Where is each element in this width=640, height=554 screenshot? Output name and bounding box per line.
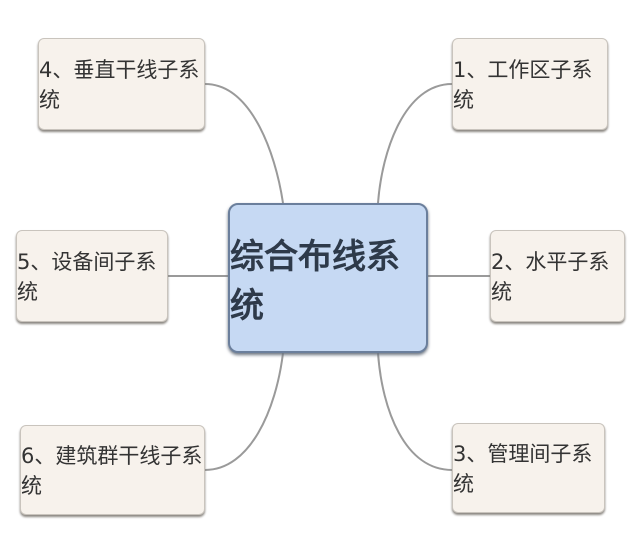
- topic-vertical-backbone-subsystem[interactable]: 4、垂直干线子系统: [38, 38, 205, 130]
- topic-campus-backbone-subsystem[interactable]: 6、建筑群干线子系统: [20, 425, 205, 515]
- connector-4: [204, 83, 284, 204]
- connector-1: [377, 83, 453, 204]
- topic-management-room-subsystem[interactable]: 3、管理间子系统: [452, 423, 605, 513]
- topic-horizontal-subsystem[interactable]: 2、水平子系统: [490, 230, 625, 322]
- connector-6: [204, 352, 284, 471]
- topic-work-area-subsystem[interactable]: 1、工作区子系统: [452, 38, 608, 130]
- connector-3: [377, 352, 453, 471]
- central-topic[interactable]: 综合布线系统: [228, 203, 428, 353]
- topic-equipment-room-subsystem[interactable]: 5、设备间子系统: [16, 230, 168, 322]
